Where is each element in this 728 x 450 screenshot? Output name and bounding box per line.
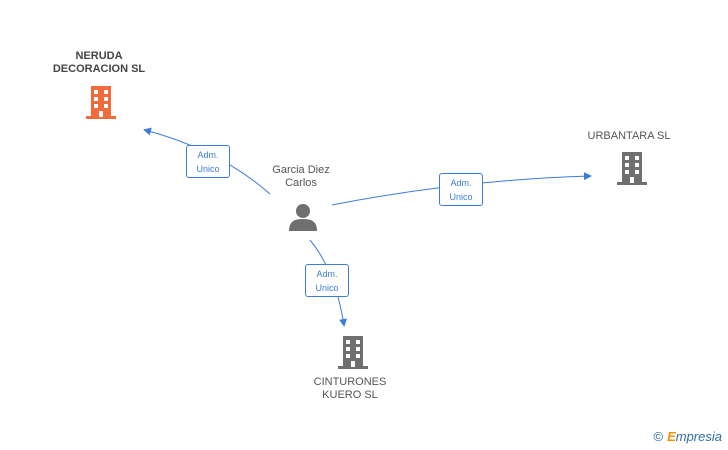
brand-name: mpresia [675, 429, 722, 444]
company-name-line1: URBANTARA SL [587, 130, 671, 142]
company-label-cinturones[interactable]: CINTURONES KUERO SL [293, 376, 407, 402]
building-icon-urbantara[interactable] [616, 150, 648, 186]
edge-label-neruda: Adm. Unico [186, 145, 230, 178]
company-name-line2: KUERO SL [322, 389, 378, 401]
copyright-symbol: © [653, 429, 664, 444]
brand-logo: ©Empresia [653, 429, 722, 444]
building-icon-cinturones[interactable] [337, 334, 369, 370]
person-name-line1: Garcia Diez [272, 164, 330, 176]
building-icon-neruda[interactable] [85, 84, 117, 120]
company-label-neruda[interactable]: NERUDA DECORACION SL [42, 50, 156, 76]
company-name-line1: NERUDA [75, 50, 123, 62]
company-label-urbantara[interactable]: URBANTARA SL [572, 130, 686, 143]
edge-label-line1: Adm. [450, 178, 472, 188]
edge-label-cinturones: Adm. Unico [305, 264, 349, 297]
person-name-line2: Carlos [285, 177, 317, 189]
edge-label-line2: Unico [196, 164, 220, 174]
person-icon[interactable] [288, 202, 318, 232]
edge-label-line2: Unico [449, 192, 473, 202]
person-label[interactable]: Garcia Diez Carlos [243, 164, 359, 190]
company-name-line2: DECORACION SL [52, 63, 146, 75]
brand-initial: E [667, 429, 676, 444]
edge-label-line1: Adm. [316, 269, 338, 279]
edge-label-line1: Adm. [197, 150, 219, 160]
edge-label-urbantara: Adm. Unico [439, 173, 483, 206]
company-name-line1: CINTURONES [313, 376, 387, 388]
edge-label-line2: Unico [315, 283, 339, 293]
